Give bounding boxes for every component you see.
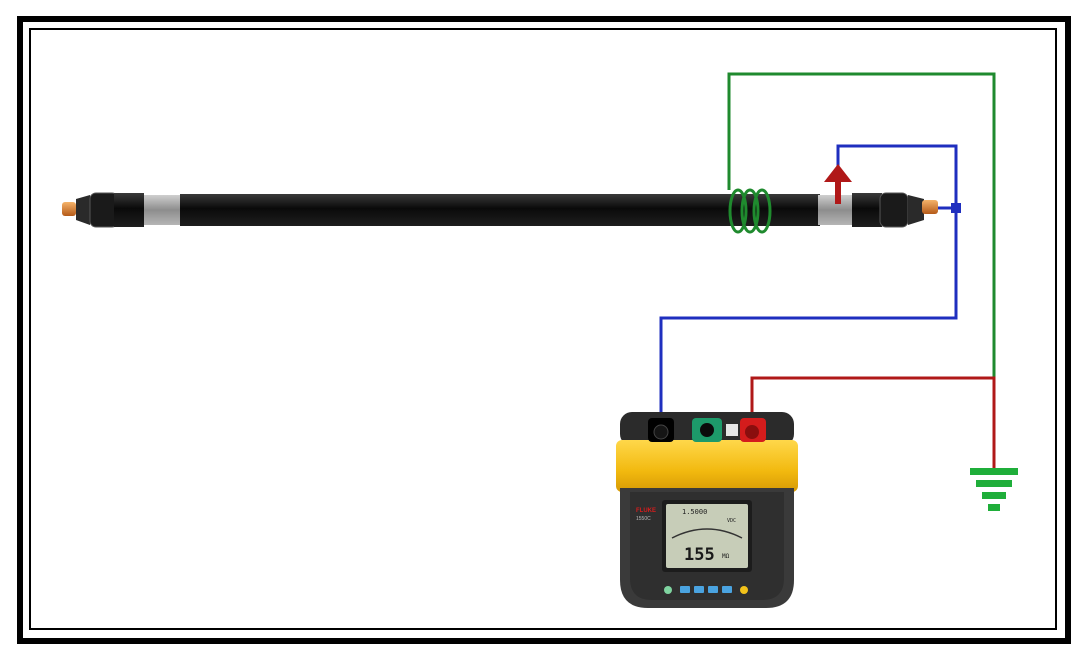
earth-terminal-hole bbox=[745, 425, 759, 439]
lcd-arc-scale bbox=[671, 528, 743, 539]
insulation-tester: FLUKE 1550C 1.5000 VDC 155 MΩ bbox=[616, 412, 798, 608]
ground-symbol bbox=[970, 468, 1018, 511]
line-lead bbox=[659, 144, 958, 432]
key-2 bbox=[694, 586, 704, 593]
left-sleeve bbox=[144, 195, 180, 225]
guard-wire bbox=[727, 72, 996, 378]
lcd-aux: VDC bbox=[727, 518, 736, 524]
key-1 bbox=[680, 586, 690, 593]
line-wire-top bbox=[659, 144, 958, 432]
guard-terminal-hole bbox=[700, 423, 714, 437]
power-button bbox=[664, 586, 672, 594]
guard-wrap-3 bbox=[752, 188, 772, 234]
test-button bbox=[740, 586, 748, 594]
earth-wire bbox=[750, 376, 996, 468]
guard-wrap-1 bbox=[728, 188, 748, 234]
right-shield bbox=[879, 192, 909, 228]
left-jacket bbox=[114, 193, 144, 227]
guard-lead bbox=[727, 72, 996, 378]
guard-wrap-2 bbox=[740, 188, 760, 234]
lcd-mode: 1.5000 bbox=[682, 508, 707, 516]
inner-frame bbox=[29, 28, 1057, 630]
lcd-screen bbox=[666, 504, 748, 568]
cable bbox=[62, 192, 938, 228]
key-4 bbox=[722, 586, 732, 593]
right-insulation-cone bbox=[908, 195, 924, 225]
cable-jacket bbox=[180, 194, 820, 226]
outer-frame bbox=[17, 16, 1071, 644]
left-insulation-cone bbox=[76, 195, 90, 225]
line-terminal-hole bbox=[653, 424, 669, 440]
warning-label bbox=[726, 424, 738, 436]
earth-lead bbox=[750, 376, 996, 468]
current-arrow bbox=[824, 164, 852, 204]
right-conductor bbox=[922, 200, 938, 214]
meter-model: 1550C bbox=[636, 516, 651, 522]
meter-bumper bbox=[616, 440, 798, 492]
left-shield bbox=[89, 192, 119, 228]
meter-brand: FLUKE bbox=[636, 508, 656, 514]
lcd-unit: MΩ bbox=[722, 553, 730, 560]
lcd-reading: 155 bbox=[684, 545, 715, 565]
key-3 bbox=[708, 586, 718, 593]
left-conductor bbox=[62, 202, 76, 216]
right-jacket bbox=[852, 193, 882, 227]
line-junction-dot bbox=[951, 203, 961, 213]
